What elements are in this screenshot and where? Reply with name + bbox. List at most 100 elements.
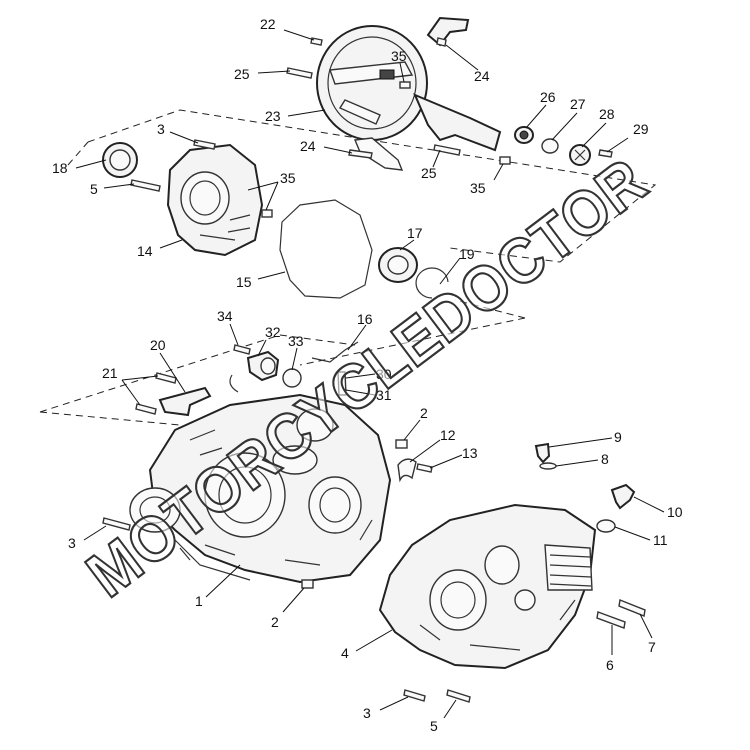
cylinder-fins bbox=[544, 544, 593, 591]
shroud-bolts bbox=[286, 37, 511, 165]
leader-8 bbox=[555, 459, 599, 467]
bolt-34 bbox=[233, 344, 251, 355]
fan-shroud-spoke bbox=[329, 61, 414, 85]
dowel-35-right bbox=[499, 156, 511, 165]
leader-11 bbox=[614, 526, 651, 541]
leader-30 bbox=[345, 373, 376, 379]
bolt-6 bbox=[596, 611, 626, 629]
leader-25a bbox=[257, 70, 291, 74]
leader-35c-b bbox=[265, 181, 279, 211]
callout-19: 19 bbox=[459, 246, 475, 262]
leader-35c-a bbox=[247, 181, 279, 191]
callout-34: 34 bbox=[217, 308, 233, 324]
leader-35b bbox=[493, 163, 504, 181]
callout-25: 25 bbox=[421, 165, 437, 181]
bolt-3-right bbox=[403, 689, 426, 702]
bracket-20 bbox=[158, 386, 212, 417]
crankcase-gear-bore bbox=[308, 476, 362, 534]
leader-10 bbox=[633, 496, 665, 513]
assembly-guide-lines bbox=[39, 109, 657, 426]
bolt-24-lower bbox=[348, 149, 373, 159]
side-cover-bore-inner bbox=[189, 180, 221, 216]
crankcase-gear-bore-inner bbox=[319, 487, 351, 523]
right-crankcase-assembly bbox=[378, 503, 646, 703]
leader-lines bbox=[75, 29, 665, 719]
washer-27 bbox=[541, 138, 559, 154]
callout-26: 26 bbox=[540, 89, 556, 105]
leader-19 bbox=[439, 257, 461, 285]
fan-shroud-spoke-lower bbox=[338, 99, 381, 125]
callout-32: 32 bbox=[265, 324, 281, 340]
callout-21: 21 bbox=[102, 365, 118, 381]
callout-15: 15 bbox=[236, 274, 252, 290]
leader-25b bbox=[432, 149, 441, 168]
shroud-top-bracket bbox=[426, 16, 470, 47]
leader-32 bbox=[257, 339, 267, 357]
callout-8: 8 bbox=[601, 451, 609, 467]
callout-18: 18 bbox=[52, 160, 68, 176]
callout-3: 3 bbox=[68, 535, 76, 551]
cylinder-fin-lines bbox=[549, 554, 592, 587]
dowel-2-lower bbox=[301, 579, 314, 589]
leader-29 bbox=[606, 137, 629, 153]
leader-26 bbox=[525, 104, 547, 129]
right-case-ribs bbox=[419, 599, 576, 651]
callout-7: 7 bbox=[648, 639, 656, 655]
leader-24b bbox=[323, 146, 353, 154]
bolt-3-left bbox=[102, 517, 131, 531]
callout-10: 10 bbox=[667, 504, 683, 520]
pulley-28-slot bbox=[574, 149, 586, 161]
bearing-26-inner bbox=[519, 130, 529, 140]
wire-16 bbox=[311, 341, 359, 363]
leader-28 bbox=[581, 122, 607, 148]
crankcase-outer-bore-inner bbox=[139, 496, 171, 524]
circlip-19 bbox=[415, 267, 449, 299]
callout-3: 3 bbox=[363, 705, 371, 721]
callout-2: 2 bbox=[420, 405, 428, 421]
fan-shroud-assembly bbox=[316, 16, 502, 171]
callout-20: 20 bbox=[150, 337, 166, 353]
callout-17: 17 bbox=[407, 225, 423, 241]
leader-3b bbox=[83, 525, 107, 541]
callout-5: 5 bbox=[430, 718, 438, 734]
callout-30: 30 bbox=[376, 366, 392, 382]
crankcase-upper-bore bbox=[296, 408, 334, 442]
leader-18 bbox=[75, 159, 107, 169]
oil-cap-10 bbox=[610, 483, 636, 510]
fan-shroud-inner-ring bbox=[327, 36, 417, 130]
bolt-7 bbox=[618, 599, 646, 617]
leader-5b bbox=[443, 699, 457, 719]
callout-22: 22 bbox=[260, 16, 276, 32]
leader-23 bbox=[287, 109, 326, 117]
bolt-13 bbox=[416, 463, 433, 473]
callout-35: 35 bbox=[470, 180, 486, 196]
left-crankcase-assembly bbox=[102, 393, 433, 589]
right-case-shaft-bore bbox=[514, 589, 536, 611]
callout-24: 24 bbox=[300, 138, 316, 154]
leader-20 bbox=[159, 352, 186, 393]
leader-5a bbox=[103, 183, 135, 189]
bearing-seat-12 bbox=[397, 458, 417, 483]
drain-plug-9 bbox=[534, 442, 551, 464]
leader-2b bbox=[282, 587, 305, 613]
leader-15 bbox=[257, 271, 286, 280]
callout-31: 31 bbox=[376, 387, 392, 403]
upper-cover-plane bbox=[87, 109, 657, 263]
leader-24a bbox=[445, 44, 479, 71]
crankcase-lower-flange bbox=[174, 539, 251, 581]
plug-parts bbox=[534, 442, 636, 533]
leader-21-a bbox=[121, 375, 159, 381]
gasket-15 bbox=[279, 199, 373, 299]
leader-22 bbox=[283, 29, 315, 41]
leader-21-b bbox=[121, 379, 141, 406]
leader-34 bbox=[229, 323, 239, 346]
leader-1 bbox=[205, 564, 241, 598]
callout-14: 14 bbox=[137, 243, 153, 259]
callout-16: 16 bbox=[357, 311, 373, 327]
bolt-3-cover bbox=[193, 139, 216, 150]
leader-3a bbox=[169, 131, 199, 144]
callout-6: 6 bbox=[606, 657, 614, 673]
callout-3: 3 bbox=[157, 121, 165, 137]
callout-1: 1 bbox=[195, 593, 203, 609]
